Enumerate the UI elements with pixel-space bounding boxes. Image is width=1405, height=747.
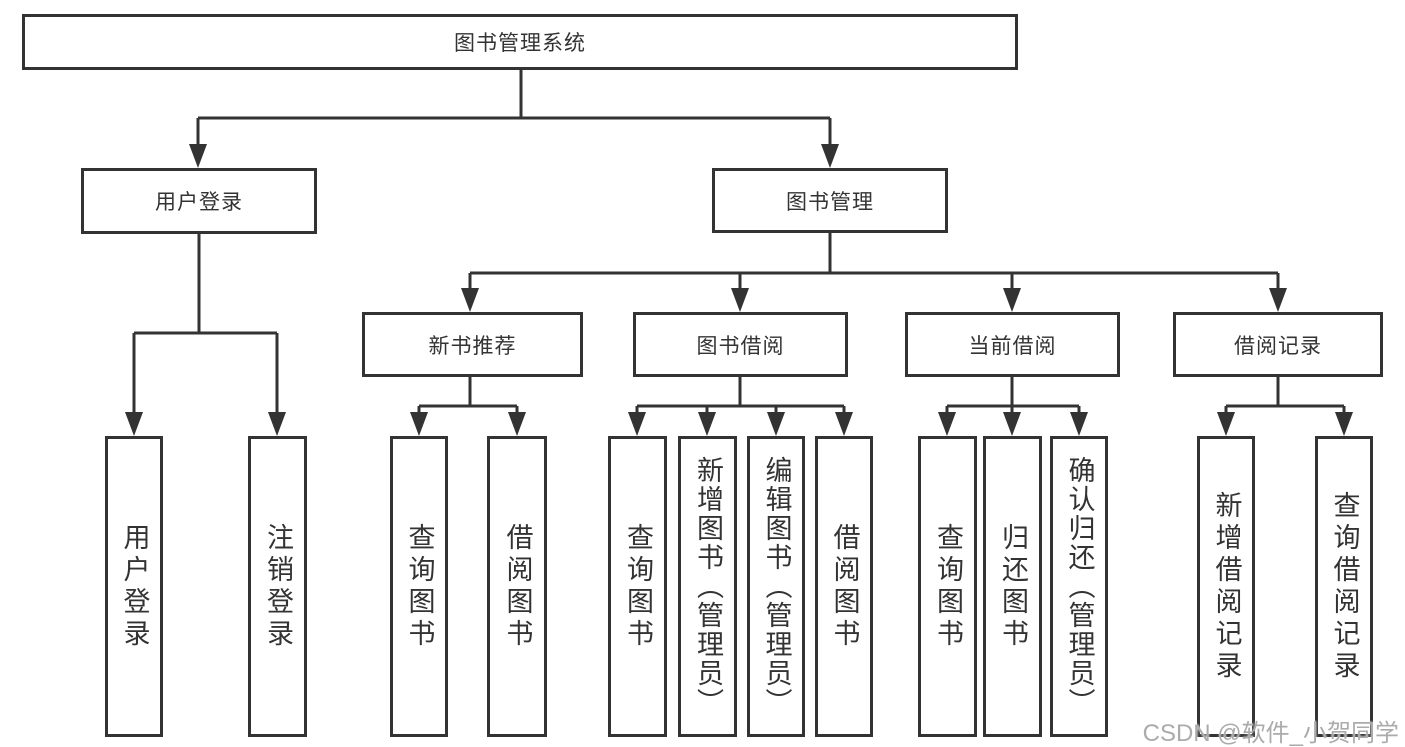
leaf-borrow-books-1: 借阅图书 — [487, 436, 547, 737]
node-label: 借阅图书 — [502, 522, 533, 651]
connector-book-management — [468, 232, 1280, 290]
node-label: 确认归还（管理员） — [1064, 456, 1095, 717]
arrowheads — [125, 144, 1353, 436]
node-label: 借阅图书 — [829, 522, 860, 651]
leaf-query-borrow-record: 查询借阅记录 — [1315, 436, 1373, 737]
node-label: 图书管理系统 — [454, 32, 586, 55]
node-label: 查询图书 — [933, 522, 963, 651]
leaf-query-books-3: 查询图书 — [918, 436, 977, 737]
node-label: 注销登录 — [263, 522, 293, 651]
leaf-add-book-admin: 新增图书（管理员） — [678, 436, 737, 737]
node-label: 图书管理 — [786, 190, 874, 214]
leaf-edit-book-admin: 编辑图书（管理员） — [747, 436, 805, 737]
leaf-add-borrow-record: 新增借阅记录 — [1197, 436, 1255, 737]
leaf-confirm-return-admin: 确认归还（管理员） — [1050, 436, 1108, 737]
connector-book-borrowing — [635, 377, 846, 414]
node-book-borrowing: 图书借阅 — [633, 312, 848, 377]
node-label: 新增借阅记录 — [1211, 490, 1242, 683]
connector-borrow-records — [1224, 377, 1346, 414]
node-borrow-records: 借阅记录 — [1173, 312, 1383, 377]
node-label: 新增图书（管理员） — [693, 456, 723, 717]
node-label: 借阅记录 — [1234, 334, 1322, 358]
leaf-logout: 注销登录 — [248, 436, 307, 737]
node-label: 查询图书 — [623, 522, 653, 651]
node-user-login: 用户登录 — [81, 168, 317, 234]
leaf-query-books-2: 查询图书 — [608, 436, 667, 737]
node-label: 查询图书 — [404, 522, 435, 651]
node-label: 编辑图书（管理员） — [761, 456, 792, 717]
connector-root — [196, 70, 832, 146]
node-label: 用户登录 — [119, 522, 150, 651]
node-label: 新书推荐 — [428, 334, 517, 358]
node-label: 用户登录 — [155, 191, 243, 214]
node-book-management: 图书管理 — [712, 168, 948, 233]
connector-new-book-recommend — [417, 377, 519, 414]
connector-user-login — [132, 233, 279, 414]
node-label: 当前借阅 — [968, 334, 1057, 358]
leaf-user-login: 用户登录 — [105, 436, 163, 737]
node-library-management-system: 图书管理系统 — [22, 14, 1018, 70]
node-label: 查询借阅记录 — [1329, 490, 1360, 683]
csdn-watermark: CSDN @软件_小贺同学 — [1142, 720, 1399, 747]
leaf-borrow-books-2: 借阅图书 — [815, 436, 873, 737]
connector-current-borrowing — [945, 377, 1081, 414]
leaf-return-books: 归还图书 — [983, 436, 1042, 737]
node-new-book-recommend: 新书推荐 — [362, 312, 583, 377]
leaf-query-books-1: 查询图书 — [390, 436, 448, 737]
node-label: 归还图书 — [998, 522, 1028, 651]
node-label: 图书借阅 — [696, 334, 785, 358]
node-current-borrowing: 当前借阅 — [905, 312, 1120, 377]
